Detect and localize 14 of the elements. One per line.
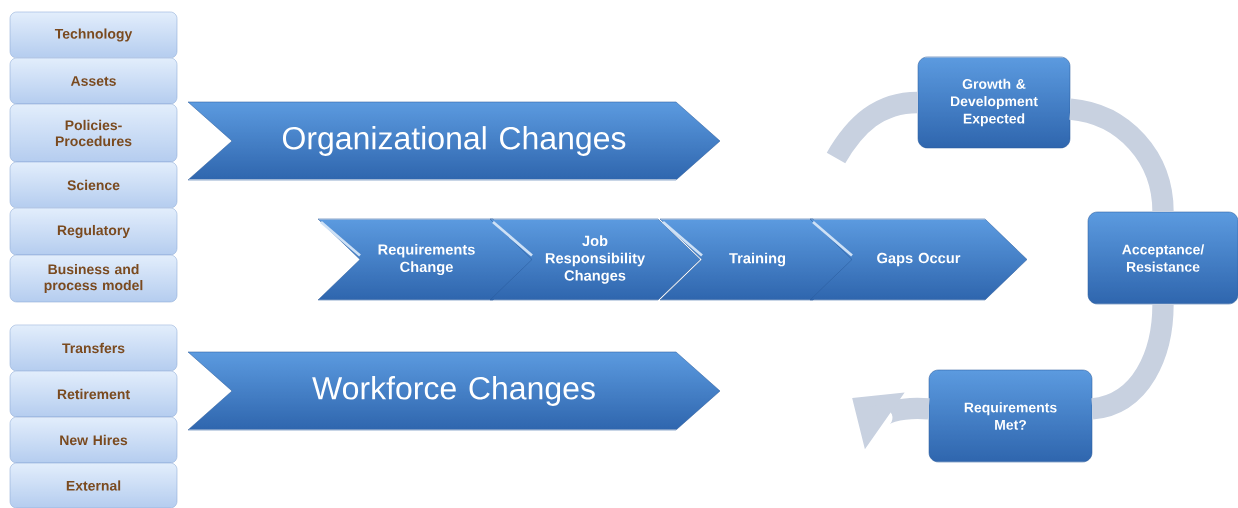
process-step: Gaps Occur <box>809 218 1028 301</box>
category-box: Transfers <box>9 324 178 372</box>
category-box: Policies-Procedures <box>9 103 178 163</box>
cycle-box: Growth & Development Expected <box>917 56 1071 149</box>
category-box: Technology <box>9 11 178 59</box>
category-box: Retirement <box>9 370 178 418</box>
category-box: New Hires <box>9 416 178 464</box>
category-box: External <box>9 462 178 508</box>
category-box: Assets <box>9 57 178 105</box>
category-box: Science <box>9 161 178 209</box>
cycle-box: Requirements Met? <box>928 369 1093 463</box>
cycle-box: Acceptance/ Resistance <box>1087 211 1238 305</box>
category-box: Business and process model <box>9 254 178 303</box>
category-box: Regulatory <box>9 207 178 256</box>
